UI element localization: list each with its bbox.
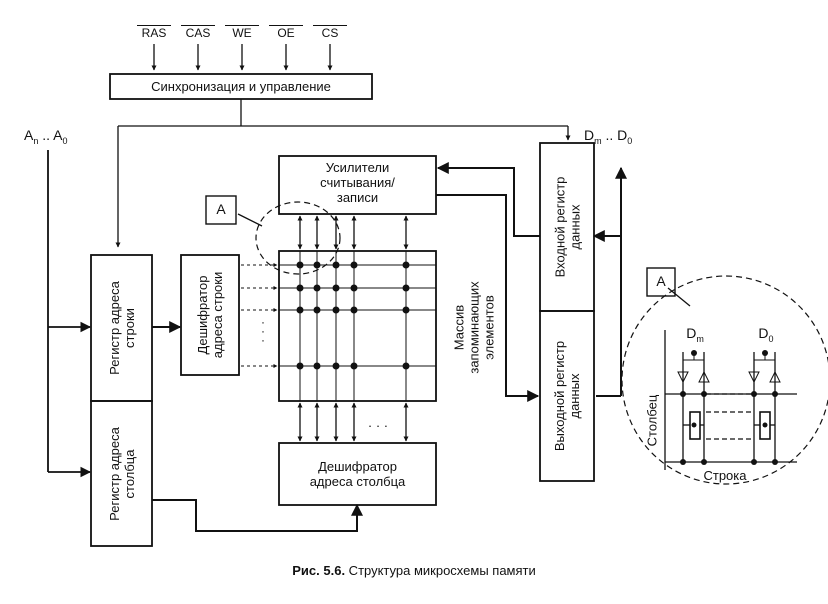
row-register-line2: строки: [121, 308, 137, 348]
data-bus-label: Dm .. D0: [584, 128, 654, 149]
ellipsis-horizontal: · · ·: [367, 418, 389, 433]
address-bus-main: A: [24, 127, 34, 143]
detail-dm-label: Dm: [680, 326, 710, 347]
data-bus-sub-hi: m: [594, 135, 602, 146]
signal-ras: RAS: [137, 25, 171, 40]
col-decoder-box: [278, 442, 437, 506]
address-bus-sub-hi: n: [33, 135, 39, 146]
array-line3: элементов: [481, 294, 497, 360]
input-register-line2: данных: [567, 204, 582, 250]
figure-caption: Рис. 5.6. Структура микросхемы памяти: [0, 563, 828, 578]
detail-d0-label: D0: [751, 326, 781, 347]
sense-amps-line3: записи: [336, 190, 379, 205]
output-register-line1: Выходной регистр: [552, 340, 567, 452]
sense-amps-line2: считывания/: [320, 175, 395, 190]
sense-amps-label: Усилители считывания/ записи: [279, 160, 436, 205]
detail-column-text: Столбец: [644, 394, 660, 446]
row-decoder-line1: Дешифратор: [195, 275, 211, 355]
col-decoder-line2: адреса столбца: [309, 474, 406, 489]
data-bus-sub-lo: 0: [627, 135, 633, 146]
detail-column-label: Столбец: [640, 380, 664, 460]
detail-circle: [621, 275, 828, 485]
row-decoder-box: [180, 254, 240, 376]
caption-prefix: Рис. 5.6.: [292, 563, 346, 578]
callout-box: [205, 195, 237, 225]
detail-label-box: [646, 267, 676, 297]
signal-cs: CS: [313, 25, 347, 40]
detail-dm-main: D: [686, 325, 697, 341]
array-line2: запоминающих: [466, 280, 482, 374]
sync-block-label: Синхронизация и управление: [151, 79, 331, 94]
col-register-line2: столбца: [121, 449, 137, 498]
output-register-box: [539, 310, 595, 482]
callout-circle: [255, 201, 341, 275]
address-bus-mid: .. A: [38, 127, 63, 143]
signal-oe: OE: [269, 25, 303, 40]
input-register-line1: Входной регистр: [552, 176, 567, 278]
memory-array-box: [278, 250, 437, 402]
output-register-line2: данных: [567, 373, 582, 419]
col-decoder-label: Дешифратор адреса столбца: [279, 459, 436, 489]
row-register-line1: Регистр адреса: [106, 281, 122, 375]
signal-we: WE: [225, 25, 259, 40]
detail-row-label: Строка: [703, 468, 747, 483]
col-register-box: [90, 400, 153, 547]
data-bus-mid: .. D: [601, 127, 628, 143]
caption-text: Структура микросхемы памяти: [345, 563, 536, 578]
sense-amps-box: [278, 155, 437, 215]
col-decoder-line1: Дешифратор: [318, 459, 397, 474]
sense-amps-line1: Усилители: [325, 160, 390, 175]
address-bus-sub-lo: 0: [62, 135, 68, 146]
data-bus-main: D: [584, 127, 595, 143]
signal-cas: CAS: [181, 25, 215, 40]
detail-dm-sub: m: [696, 333, 704, 344]
detail-d0-main: D: [758, 325, 769, 341]
callout-label: A: [216, 201, 226, 217]
row-decoder-line2: адреса строки: [210, 271, 226, 359]
detail-label: A: [656, 273, 666, 289]
array-line1: Массив: [451, 304, 467, 350]
address-bus-label: An .. A0: [24, 128, 84, 149]
detail-d0-sub: 0: [768, 333, 774, 344]
ellipsis-vertical: ···: [261, 315, 265, 347]
col-register-line1: Регистр адреса: [106, 426, 122, 521]
